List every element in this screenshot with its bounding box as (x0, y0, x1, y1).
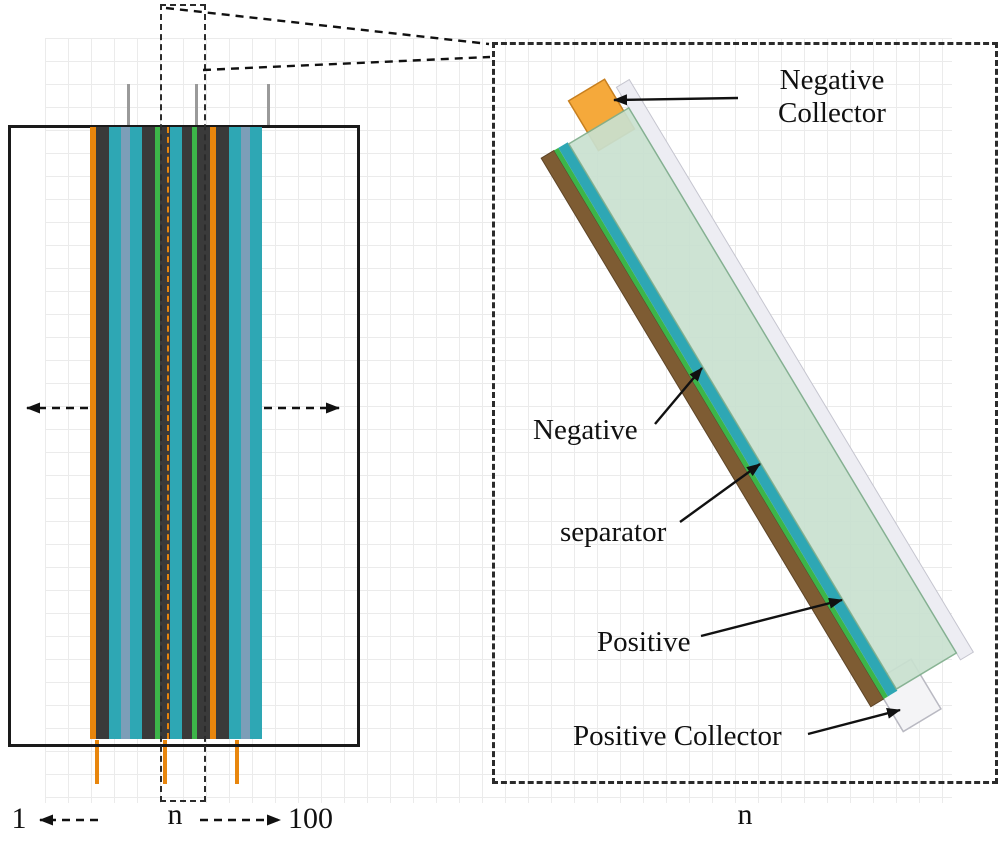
negative-collector-label: Negative Collector (778, 64, 886, 130)
positive-collector-tab-line (235, 740, 239, 784)
positive-collector-tab-line (95, 740, 99, 784)
cell-layer (109, 127, 121, 739)
zoom-connector-line (165, 6, 490, 46)
cell-layer (121, 127, 130, 739)
cell-layer (241, 127, 250, 739)
negative-collector-arrow (613, 94, 739, 106)
cell-case-outline (8, 125, 360, 747)
cell-layer (170, 127, 182, 739)
cell-layer (197, 127, 210, 739)
separator-edge-3d (554, 147, 888, 700)
negative-layer-3d (558, 142, 898, 697)
cell-layer (142, 127, 155, 739)
positive-collector-tab-line (163, 740, 167, 784)
index-label-100: 100 (288, 802, 333, 835)
unit-cell-3d (540, 78, 975, 733)
separator-arrow (679, 463, 761, 523)
zoom-detail-panel (492, 42, 998, 784)
cell-layer (130, 127, 142, 739)
negative-collector-tab-line (195, 84, 198, 126)
cell-layer (210, 127, 216, 739)
cell-layer (216, 127, 229, 739)
nth-cell-dashed-line (167, 127, 169, 739)
separator-label: separator (560, 516, 667, 548)
negative-collector-tab-line (267, 84, 270, 126)
cell-layer (155, 127, 160, 739)
positive-arrow (700, 597, 843, 638)
cell-layer (192, 127, 197, 739)
unit-cell-index-label: n (737, 798, 753, 831)
negative-label: Negative (533, 414, 638, 446)
separator-face-3d (567, 106, 958, 691)
cell-layer (250, 127, 262, 739)
index-label-1: 1 (11, 802, 27, 835)
index-label-n: n (167, 798, 183, 831)
cell-layer (90, 127, 96, 739)
cell-layer (96, 127, 109, 739)
positive-label: Positive (597, 626, 691, 658)
zoom-connector-line (202, 55, 491, 72)
negative-collector-tab-line (127, 84, 130, 126)
cell-layer (160, 127, 170, 739)
positive-collector-label: Positive Collector (573, 720, 782, 752)
positive-collector-arrow (807, 707, 901, 736)
nth-cell-zoom-region (160, 4, 206, 802)
cell-layer (182, 127, 192, 739)
negative-arrow (654, 367, 703, 425)
cell-layer (229, 127, 241, 739)
cell-stack-layers (90, 127, 262, 739)
